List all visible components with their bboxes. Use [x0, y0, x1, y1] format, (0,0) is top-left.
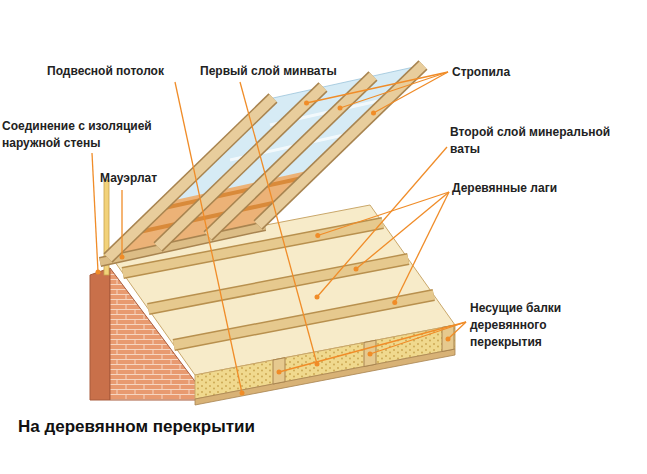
leader-line: [356, 192, 449, 269]
leader-line: [395, 192, 449, 303]
leader-line: [317, 147, 447, 297]
leader-dot: [338, 106, 343, 111]
lag-outline: [174, 295, 434, 345]
wall-side: [90, 268, 110, 400]
callout-label: Соединение с изоляцией наружной стены: [2, 118, 162, 152]
rafter: [158, 87, 323, 247]
leader-line: [121, 190, 122, 257]
callout-label: Деревянные лаги: [452, 180, 557, 197]
leader-dot: [277, 370, 282, 375]
rafter: [208, 76, 373, 236]
caption: На деревянном перекрытии: [18, 416, 255, 438]
callout-label: Мауэрлат: [100, 170, 157, 187]
leader-dot: [371, 111, 376, 116]
beam-end: [364, 340, 376, 366]
callout-label: Первый слой минваты: [200, 63, 337, 80]
leader-line: [279, 322, 466, 372]
leader-dot: [315, 295, 320, 300]
leader-dot: [120, 255, 125, 260]
leader-dot: [304, 101, 309, 106]
leader-dot: [240, 391, 245, 396]
leader-line: [240, 82, 317, 364]
leader-dot: [368, 352, 373, 357]
leader-line: [92, 153, 98, 272]
leader-line: [370, 322, 466, 354]
callout-label: Несущие балки деревянного перекрытия: [470, 300, 575, 351]
callout-label: Стропила: [452, 64, 510, 81]
leader-line: [318, 192, 449, 236]
leader-line: [175, 82, 242, 393]
leader-dot: [446, 337, 451, 342]
rafter-outline: [158, 87, 323, 247]
leader-dot: [354, 267, 359, 272]
callout-label: Подвесной потолок: [47, 63, 164, 80]
leader-dot: [315, 233, 320, 238]
leader-dot: [96, 270, 101, 275]
leader-line: [448, 322, 466, 339]
callout-label: Второй слой минеральной ваты: [450, 124, 620, 158]
leader-line: [340, 72, 448, 108]
leader-dot: [392, 300, 397, 305]
leader-dots: [96, 101, 451, 396]
lag: [174, 295, 434, 345]
leader-dot: [315, 362, 320, 367]
rafter-outline: [208, 76, 373, 236]
